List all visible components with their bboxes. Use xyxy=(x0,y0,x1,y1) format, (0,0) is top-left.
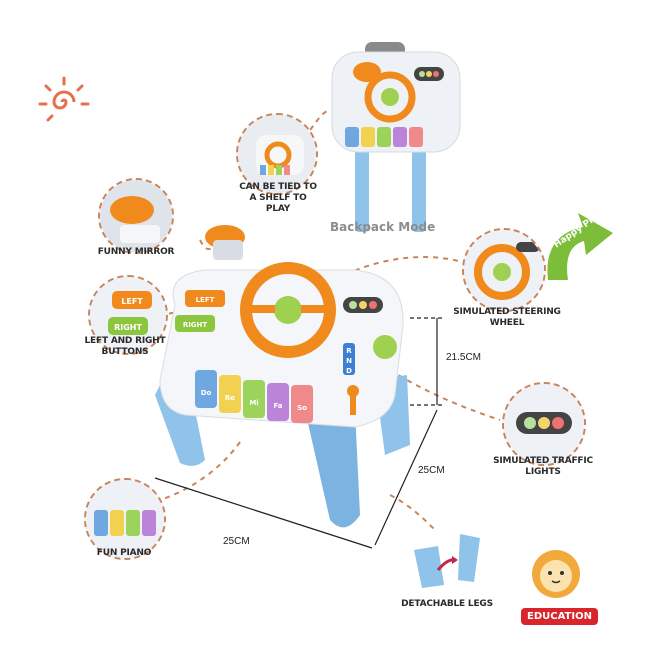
backpack-mode-toy xyxy=(330,42,465,232)
gear-letter: R xyxy=(346,347,352,355)
piano-bubble xyxy=(84,478,166,560)
traffic-bubble xyxy=(502,382,586,466)
bubble-right-text: RIGHT xyxy=(114,323,142,332)
detachable-legs-icon xyxy=(414,534,480,588)
depth-dimension: 25CM xyxy=(418,465,445,476)
funny-mirror-label: FUNNY MIRROR xyxy=(97,247,175,257)
backpack-mode-caption: Backpack Mode xyxy=(330,220,436,234)
steering-label: SIMULATED STEERING WHEEL xyxy=(453,307,561,328)
education-badge: EDUCATION xyxy=(521,608,598,625)
happy-play-arrow xyxy=(547,213,613,280)
shelf-bubble xyxy=(236,113,318,195)
fun-piano-label: FUN PIANO xyxy=(96,548,152,558)
piano-key-label: Do xyxy=(201,389,212,397)
height-dimension: 21.5CM xyxy=(446,352,482,363)
traffic-label: SIMULATED TRAFFIC LIGHTS xyxy=(493,456,593,477)
gear-letter: N xyxy=(346,357,352,365)
table-left-text: LEFT xyxy=(196,296,215,304)
piano-key-label: Fa xyxy=(273,402,282,410)
steering-bubble xyxy=(462,228,546,312)
gear-letter: D xyxy=(346,367,352,375)
sun-swirl-icon xyxy=(38,76,90,122)
piano-key-label: Re xyxy=(225,394,235,402)
lr-buttons-bubble: LEFT RIGHT xyxy=(88,275,168,355)
piano-key-label: So xyxy=(297,404,307,412)
table-right-text: RIGHT xyxy=(183,321,208,329)
width-dimension: 25CM xyxy=(223,536,250,547)
bubble-left-text: LEFT xyxy=(121,297,143,306)
lion-mascot-icon xyxy=(532,550,580,598)
lr-buttons-label: LEFT AND RIGHT BUTTONS xyxy=(84,336,166,357)
tie-shelf-label: CAN BE TIED TO A SHELF TO PLAY xyxy=(239,182,317,214)
detachable-legs-label: DETACHABLE LEGS xyxy=(401,599,493,609)
mirror-bubble xyxy=(98,178,174,254)
piano-key-label: Mi xyxy=(249,399,258,407)
